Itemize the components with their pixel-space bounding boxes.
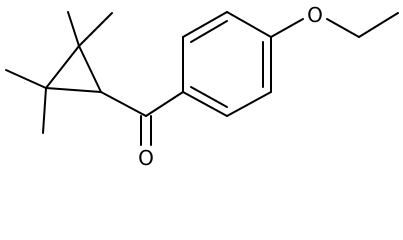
carbonyl-to-ring-bond [145, 91, 184, 117]
aromatic-inner-bond [190, 86, 228, 108]
aromatic-bond [226, 11, 272, 38]
methyl-bond [67, 11, 80, 47]
methyl-bond [78, 12, 113, 47]
methyl-groups [5, 11, 113, 134]
ethoxy-group: O [270, 3, 399, 38]
carbonyl-oxygen-label: O [138, 146, 154, 170]
aromatic-bond [182, 91, 228, 117]
aromatic-inner-bond [190, 20, 228, 43]
benzene-ring [182, 11, 272, 117]
aromatic-bond [226, 91, 272, 117]
ether-oxygen-label: O [307, 3, 323, 27]
ring-bond [45, 87, 102, 93]
cyclopropane-ring [45, 45, 102, 93]
methyl-bond [5, 69, 47, 89]
ring-bond [45, 45, 80, 89]
ethyl-bond [358, 12, 399, 38]
ether-to-ethyl-bond [326, 18, 360, 38]
molecule-structure: O O [5, 3, 399, 170]
ring-to-carbonyl-bond [100, 91, 147, 117]
ring-bond [78, 45, 102, 93]
ring-to-ether-bond [270, 18, 304, 38]
carbonyl-group: O [100, 91, 184, 170]
aromatic-bond [182, 11, 228, 38]
methyl-bond [42, 87, 47, 134]
